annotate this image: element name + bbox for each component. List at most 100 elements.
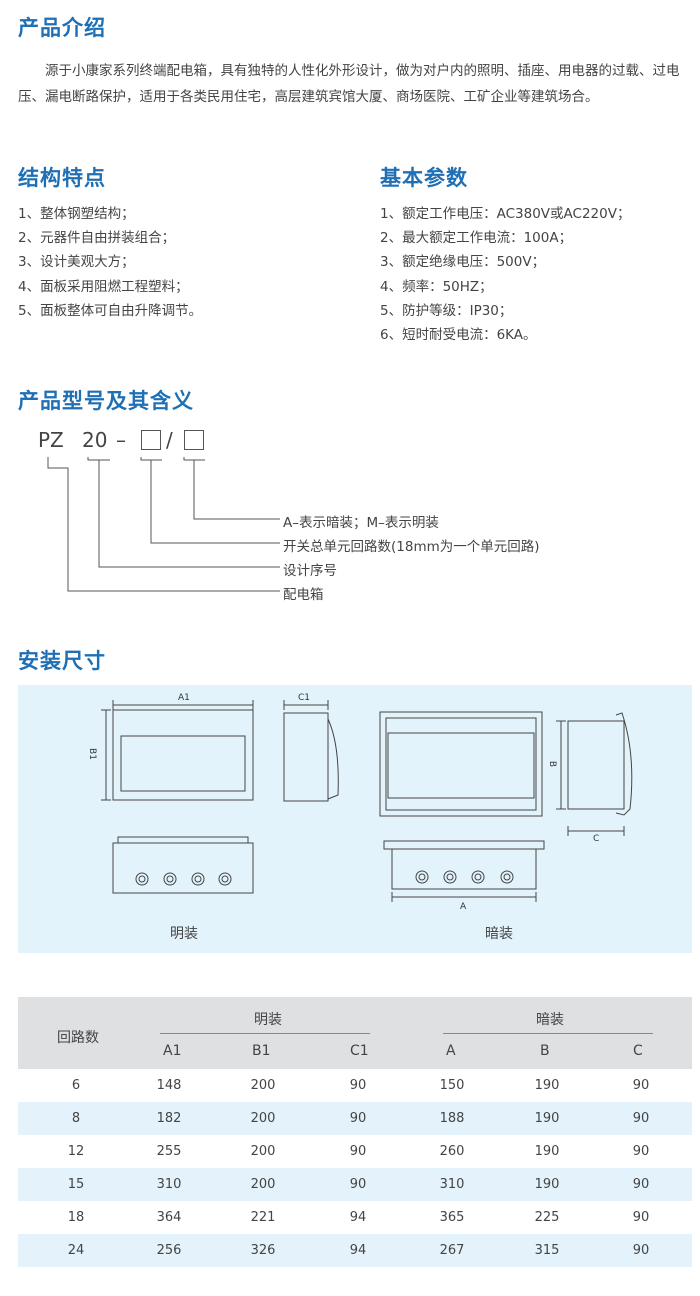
- code-pz: PZ: [38, 428, 64, 452]
- table-row: 24 256 326 94 267 315 90: [18, 1234, 692, 1267]
- cell: 190: [534, 1078, 560, 1093]
- params-item: 6、短时耐受电流：6KA。: [380, 327, 537, 344]
- params-item: 5、防护等级：IP30；: [380, 302, 513, 319]
- params-item: 1、额定工作电压：AC380V或AC220V；: [380, 206, 631, 222]
- flush-front-window: [387, 732, 535, 799]
- cell: 200: [250, 1111, 276, 1126]
- leader-line-pz: [47, 457, 280, 592]
- cell: 90: [349, 1111, 367, 1126]
- code-slash: /: [166, 428, 173, 452]
- table-header: 回路数 明装 暗装 A1 B1 C1 A B C: [18, 997, 692, 1069]
- cell: 182: [156, 1111, 182, 1126]
- model-label-series: 设计序号: [283, 563, 337, 579]
- structure-item: 4、面板采用阻燃工程塑料；: [18, 278, 189, 295]
- flush-bottom-flange: [383, 840, 545, 850]
- cell: 255: [156, 1144, 182, 1159]
- cell: 94: [349, 1210, 367, 1225]
- th-surface-rule: [160, 1033, 370, 1034]
- cell: 190: [534, 1111, 560, 1126]
- leader-line-mount: [193, 460, 280, 520]
- model-label-box: 配电箱: [283, 587, 324, 603]
- params-title: 基本参数: [380, 166, 468, 190]
- cell: 90: [349, 1177, 367, 1192]
- flush-side-outline: [567, 720, 625, 810]
- structure-item: 5、面板整体可自由升降调节。: [18, 302, 203, 319]
- cell: 267: [439, 1243, 465, 1258]
- th-col-b1: B1: [252, 1043, 271, 1059]
- th-surface: 明装: [254, 1012, 282, 1028]
- table-row: 18 364 221 94 365 225 90: [18, 1201, 692, 1234]
- dim-b: B: [547, 760, 558, 768]
- intro-title: 产品介绍: [18, 16, 106, 40]
- code-series: 20: [82, 428, 108, 452]
- table-row: 8 182 200 90 188 190 90: [18, 1102, 692, 1135]
- cell: 221: [250, 1210, 276, 1225]
- structure-item: 3、设计美观大方；: [18, 254, 135, 271]
- surface-front-window: [120, 735, 246, 792]
- leader-line-circuits: [150, 460, 280, 544]
- dim-b1: B1: [86, 748, 97, 760]
- cell: 24: [67, 1243, 85, 1258]
- cell: 6: [71, 1078, 81, 1093]
- cell: 90: [349, 1078, 367, 1093]
- th-circuits: 回路数: [57, 1030, 99, 1046]
- cell: 200: [250, 1078, 276, 1093]
- flush-caption: 暗装: [485, 926, 513, 942]
- cell: 200: [250, 1177, 276, 1192]
- dim-a1: A1: [178, 693, 190, 703]
- cell: 225: [534, 1210, 560, 1225]
- th-flush: 暗装: [536, 1012, 564, 1028]
- cell: 256: [156, 1243, 182, 1258]
- model-label-circuits: 开关总单元回路数(18mm为一个单元回路): [283, 539, 540, 555]
- cell: 200: [250, 1144, 276, 1159]
- surface-bottom-lip: [117, 836, 249, 844]
- surface-side-outline: [283, 712, 329, 802]
- surface-bottom-outline: [112, 842, 254, 894]
- th-col-a: A: [446, 1043, 456, 1059]
- cell: 315: [534, 1243, 560, 1258]
- structure-item: 1、整体钢塑结构；: [18, 206, 135, 222]
- model-leader-lines: [47, 457, 280, 592]
- code-box-mount: [184, 430, 204, 450]
- cell: 15: [67, 1177, 85, 1192]
- install-drawings: [101, 700, 633, 902]
- flush-front-outline: [379, 711, 543, 817]
- dim-c1: C1: [298, 693, 311, 703]
- cell: 190: [534, 1144, 560, 1159]
- cell: 90: [632, 1111, 650, 1126]
- cell: 310: [156, 1177, 182, 1192]
- cell: 310: [439, 1177, 465, 1192]
- structure-list: 1、整体钢塑结构； 2、元器件自由拼装组合； 3、设计美观大方； 4、面板采用阻…: [18, 202, 202, 323]
- cell: 364: [156, 1210, 182, 1225]
- params-list: 1、额定工作电压：AC380V或AC220V； 2、最大额定工作电流：100A；…: [380, 202, 630, 347]
- cell: 90: [632, 1144, 650, 1159]
- th-col-c: C: [633, 1043, 643, 1059]
- install-title: 安装尺寸: [18, 649, 106, 673]
- cell: 365: [439, 1210, 465, 1225]
- params-item: 3、额定绝缘电压：500V；: [380, 254, 546, 271]
- table-row: 12 255 200 90 260 190 90: [18, 1135, 692, 1168]
- cell: 94: [349, 1243, 367, 1258]
- th-flush-rule: [443, 1033, 653, 1034]
- cell: 326: [250, 1243, 276, 1258]
- cell: 90: [632, 1177, 650, 1192]
- cell: 18: [67, 1210, 85, 1225]
- table-row: 6 148 200 90 150 190 90: [18, 1069, 692, 1102]
- cell: 90: [632, 1243, 650, 1258]
- th-col-c1: C1: [350, 1043, 369, 1059]
- flush-bottom-outline: [391, 848, 537, 890]
- surface-front-outline: [112, 709, 254, 801]
- surface-caption: 明装: [170, 926, 198, 942]
- dim-c: C: [593, 834, 600, 844]
- th-col-b: B: [540, 1043, 550, 1059]
- cell: 148: [156, 1078, 182, 1093]
- structure-item: 2、元器件自由拼装组合；: [18, 230, 176, 247]
- dim-a: A: [460, 902, 467, 912]
- table-row: 15 310 200 90 310 190 90: [18, 1168, 692, 1201]
- cell: 90: [632, 1078, 650, 1093]
- code-box-circuits: [141, 430, 161, 450]
- model-label-mount: A–表示暗装；M–表示明装: [283, 515, 439, 531]
- cell: 190: [534, 1177, 560, 1192]
- params-item: 2、最大额定工作电流：100A；: [380, 230, 573, 247]
- leader-line-series: [98, 460, 280, 568]
